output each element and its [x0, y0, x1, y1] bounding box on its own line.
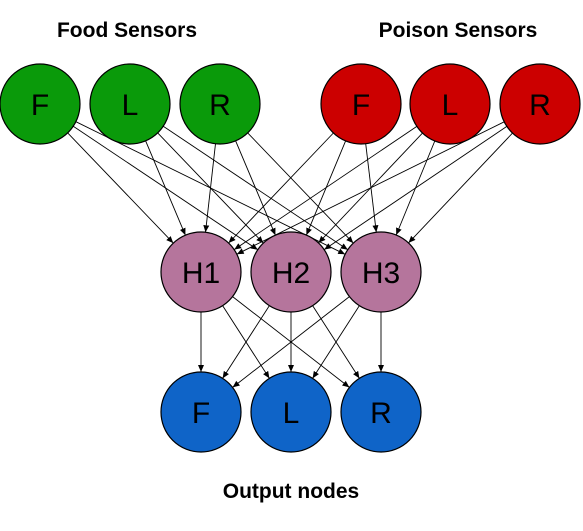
connection-edges — [67, 121, 513, 388]
node-circle-food-r — [179, 63, 261, 145]
node-circle-food-f — [0, 63, 81, 145]
edge-poison-f-to-h1 — [228, 132, 334, 244]
node-label-h3: H3 — [362, 257, 400, 290]
edge-food-r-to-h2 — [235, 140, 276, 236]
edge-food-r-to-h1 — [203, 143, 216, 233]
node-label-poison-r: R — [529, 89, 551, 122]
node-label-out-l: L — [283, 397, 300, 430]
node-out-r: R — [340, 371, 422, 453]
node-h1: H1 — [160, 231, 242, 313]
node-poison-l: L — [409, 63, 491, 145]
node-poison-r: R — [499, 63, 581, 145]
node-label-out-f: F — [192, 397, 210, 430]
node-label-h1: H1 — [182, 257, 220, 290]
edge-food-f-to-h1 — [67, 132, 174, 244]
edge-poison-r-to-h2 — [323, 126, 508, 250]
node-circle-poison-l — [409, 63, 491, 145]
edge-poison-l-to-h1 — [233, 126, 418, 250]
node-label-h2: H2 — [272, 257, 310, 290]
node-food-r: R — [179, 63, 261, 145]
node-out-f: F — [160, 371, 242, 453]
node-circle-h3 — [340, 231, 422, 313]
edge-h2-to-out-f — [222, 305, 270, 379]
poison-sensors-title: Poison Sensors — [379, 19, 538, 42]
edge-h3-to-out-f — [232, 296, 350, 388]
node-circle-food-l — [89, 63, 171, 145]
node-circle-out-f — [160, 371, 242, 453]
output-nodes-title: Output nodes — [223, 480, 359, 503]
node-circle-out-l — [250, 371, 332, 453]
node-label-poison-f: F — [352, 89, 370, 122]
food-sensors-title: Food Sensors — [57, 19, 197, 42]
node-label-food-l: L — [122, 89, 139, 122]
node-circle-poison-r — [499, 63, 581, 145]
edge-food-l-to-h1 — [145, 140, 186, 236]
node-circle-poison-f — [320, 63, 402, 145]
node-circle-out-r — [340, 371, 422, 453]
node-circle-h1 — [160, 231, 242, 313]
node-h2: H2 — [250, 231, 332, 313]
node-out-l: L — [250, 371, 332, 453]
node-label-out-r: R — [370, 397, 392, 430]
node-circle-h2 — [250, 231, 332, 313]
node-label-food-r: R — [209, 89, 231, 122]
node-h3: H3 — [340, 231, 422, 313]
edge-h3-to-out-l — [312, 305, 360, 379]
node-food-l: L — [89, 63, 171, 145]
edge-poison-r-to-h3 — [408, 132, 513, 244]
edge-food-r-to-h3 — [247, 132, 354, 244]
edge-poison-r-to-h1 — [236, 121, 505, 255]
node-food-f: F — [0, 63, 81, 145]
node-poison-f: F — [320, 63, 402, 145]
node-label-food-f: F — [31, 89, 49, 122]
node-label-poison-l: L — [442, 89, 459, 122]
